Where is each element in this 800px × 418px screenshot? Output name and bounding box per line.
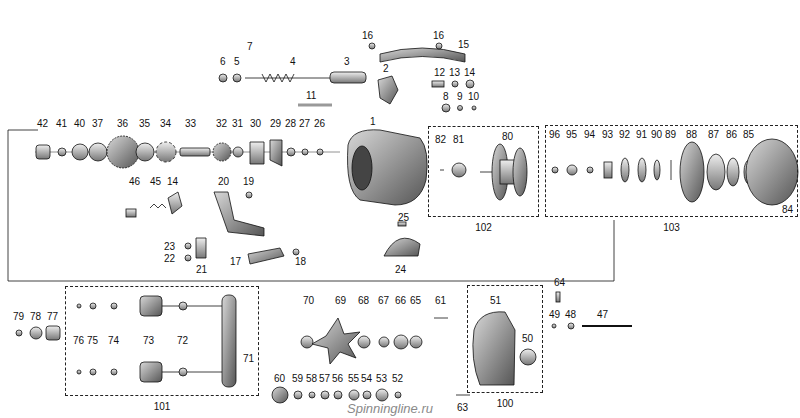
group-number: 102 xyxy=(429,222,538,233)
callout-number: 46 xyxy=(129,176,140,187)
callout-number: 60 xyxy=(274,373,285,384)
callout-number: 85 xyxy=(743,129,754,140)
callout-number: 78 xyxy=(30,311,41,322)
callout-number: 84 xyxy=(782,204,793,215)
callout-number: 26 xyxy=(314,118,325,129)
callout-number: 30 xyxy=(250,118,261,129)
callout-number: 40 xyxy=(74,118,85,129)
callout-number: 45 xyxy=(150,176,161,187)
callout-number: 67 xyxy=(378,295,389,306)
callout-number: 69 xyxy=(335,295,346,306)
callout-number: 35 xyxy=(139,118,150,129)
callout-number: 41 xyxy=(56,118,67,129)
callout-number: 54 xyxy=(361,373,372,384)
callout-number: 24 xyxy=(395,264,406,275)
callout-number: 8 xyxy=(443,91,449,102)
watermark: Spinningline.ru xyxy=(347,403,433,414)
callout-number: 4 xyxy=(290,56,296,67)
callout-number: 21 xyxy=(196,264,207,275)
callout-number: 6 xyxy=(220,56,226,67)
callout-number: 74 xyxy=(108,335,119,346)
callout-number: 9 xyxy=(457,91,463,102)
callout-number: 28 xyxy=(285,118,296,129)
callout-number: 96 xyxy=(549,129,560,140)
callout-number: 66 xyxy=(395,295,406,306)
callout-number: 1 xyxy=(370,116,376,127)
group-number: 103 xyxy=(546,222,797,233)
callout-number: 36 xyxy=(117,118,128,129)
callout-number: 64 xyxy=(554,277,565,288)
callout-number: 68 xyxy=(358,295,369,306)
callout-number: 94 xyxy=(584,129,595,140)
callout-number: 71 xyxy=(243,353,254,364)
callout-number: 59 xyxy=(292,373,303,384)
callout-number: 14 xyxy=(464,67,475,78)
callout-number: 12 xyxy=(434,67,445,78)
callout-number: 3 xyxy=(344,56,350,67)
callout-number: 13 xyxy=(449,67,460,78)
callout-number: 34 xyxy=(160,118,171,129)
callout-number: 72 xyxy=(177,335,188,346)
callout-number: 79 xyxy=(13,311,24,322)
callout-number: 16 xyxy=(362,30,373,41)
callout-number: 50 xyxy=(522,333,533,344)
callout-number: 87 xyxy=(708,129,719,140)
callout-number: 42 xyxy=(37,118,48,129)
callout-number: 86 xyxy=(726,129,737,140)
callout-number: 17 xyxy=(230,256,241,267)
callout-number: 93 xyxy=(602,129,613,140)
callout-number: 95 xyxy=(566,129,577,140)
callout-number: 37 xyxy=(92,118,103,129)
callout-number: 90 xyxy=(651,129,662,140)
callout-number: 27 xyxy=(299,118,310,129)
callout-number: 70 xyxy=(303,295,314,306)
callout-number: 7 xyxy=(247,41,253,52)
callout-number: 14 xyxy=(167,176,178,187)
callout-number: 61 xyxy=(435,295,446,306)
callout-number: 47 xyxy=(597,309,608,320)
callout-number: 18 xyxy=(295,256,306,267)
callout-number: 77 xyxy=(47,311,58,322)
callout-number: 29 xyxy=(270,118,281,129)
callout-number: 75 xyxy=(87,335,98,346)
callout-number: 20 xyxy=(218,176,229,187)
callout-number: 23 xyxy=(164,241,175,252)
callout-number: 82 xyxy=(435,134,446,145)
callout-number: 73 xyxy=(143,335,154,346)
callout-number: 63 xyxy=(457,402,468,413)
callout-number: 81 xyxy=(453,134,464,145)
callout-number: 76 xyxy=(73,335,84,346)
callout-number: 56 xyxy=(332,373,343,384)
callout-number: 88 xyxy=(686,129,697,140)
callout-number: 19 xyxy=(243,176,254,187)
callout-number: 32 xyxy=(216,118,227,129)
callout-number: 11 xyxy=(306,90,316,101)
callout-number: 91 xyxy=(636,129,647,140)
callout-number: 92 xyxy=(619,129,630,140)
callout-number: 55 xyxy=(348,373,359,384)
callout-number: 16 xyxy=(433,30,444,41)
callout-number: 89 xyxy=(665,129,676,140)
callout-number: 65 xyxy=(410,295,421,306)
callout-number: 58 xyxy=(306,373,317,384)
callout-number: 33 xyxy=(185,118,196,129)
callout-number: 51 xyxy=(490,295,501,306)
callout-number: 49 xyxy=(549,309,560,320)
callout-number: 57 xyxy=(319,373,330,384)
callout-number: 25 xyxy=(398,212,409,223)
callout-number: 31 xyxy=(232,118,243,129)
callout-number: 53 xyxy=(376,373,387,384)
callout-number: 5 xyxy=(234,56,240,67)
callout-number: 2 xyxy=(383,63,389,74)
callout-number: 52 xyxy=(392,373,403,384)
callout-number: 22 xyxy=(164,253,175,264)
callout-number: 10 xyxy=(468,91,479,102)
group-number: 100 xyxy=(468,398,542,409)
callout-number: 15 xyxy=(458,39,469,50)
callout-number: 80 xyxy=(502,131,513,142)
callout-number: 48 xyxy=(565,309,576,320)
group-number: 101 xyxy=(66,401,258,412)
